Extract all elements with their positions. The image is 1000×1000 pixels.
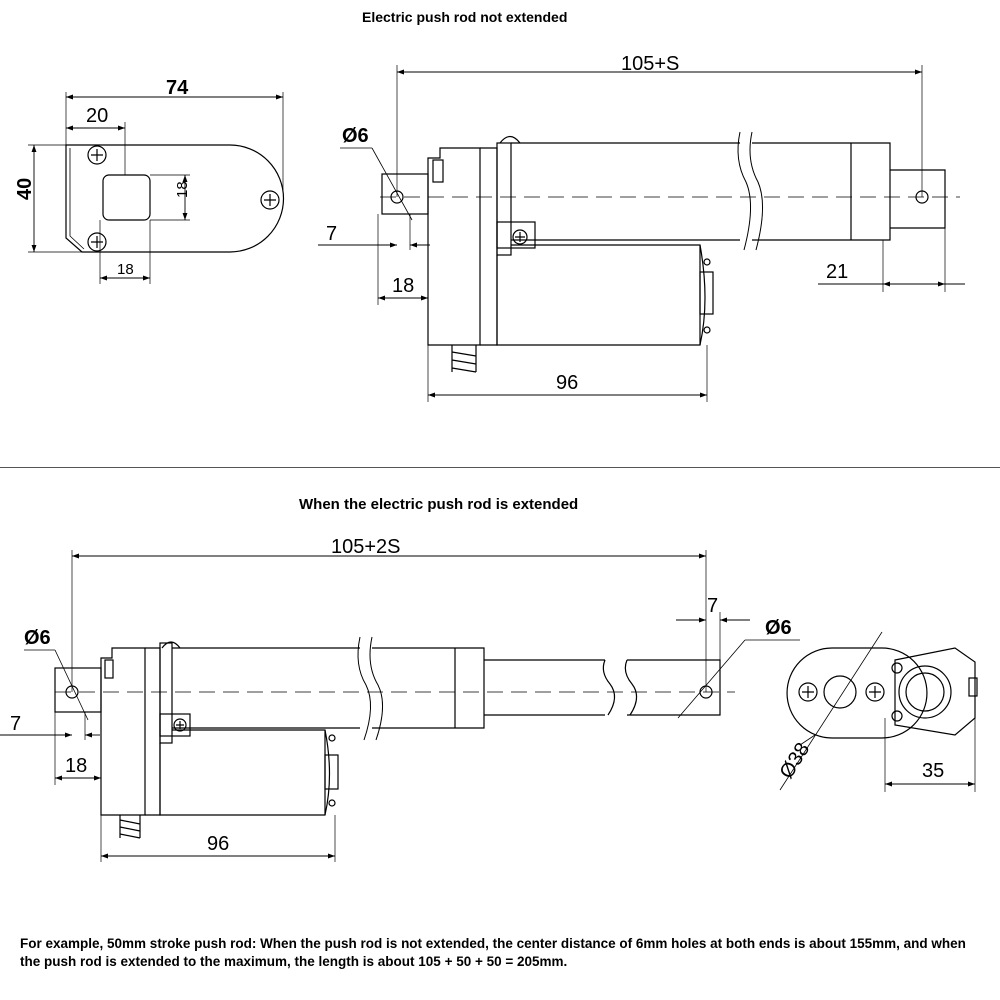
retracted-view-title: Electric push rod not extended	[362, 9, 568, 25]
dim-motor-length-extended: 96	[207, 833, 229, 855]
screw-icon	[512, 229, 528, 245]
dim-clevis-width-extended: 18	[65, 755, 87, 777]
screw-icon	[87, 232, 107, 252]
dim-slot-height: 18	[174, 181, 191, 198]
dim-total-extended: 105+2S	[331, 536, 401, 558]
dim-motor-length: 96	[556, 372, 578, 394]
dim-rod-end: 21	[826, 261, 848, 283]
dim-clevis-width: 18	[392, 275, 414, 297]
screw-icon	[173, 718, 187, 732]
section-divider	[0, 467, 1000, 468]
dim-end-width: 35	[922, 760, 944, 782]
dim-mount-width: 74	[166, 77, 189, 99]
mount-bracket-view	[28, 92, 285, 284]
dim-hole-edge-left: 7	[10, 713, 21, 735]
dim-mount-offset: 20	[86, 105, 108, 127]
screw-icon	[87, 145, 107, 165]
dim-hole-edge: 7	[326, 223, 337, 245]
dim-hole-diameter: Ø6	[342, 125, 369, 147]
dim-hole-diameter-left: Ø6	[24, 627, 51, 649]
retracted-actuator-view	[318, 65, 965, 402]
extended-actuator-view	[0, 550, 800, 862]
screw-icon	[865, 682, 885, 702]
extended-view-title: When the electric push rod is extended	[299, 496, 579, 513]
dim-hole-edge-right: 7	[707, 595, 718, 617]
end-view	[779, 631, 978, 792]
screw-icon	[798, 682, 818, 702]
dim-mount-height: 40	[14, 178, 36, 200]
dim-hole-diameter-right: Ø6	[765, 617, 792, 639]
dim-slot-offset: 18	[117, 261, 134, 278]
stroke-example-note: For example, 50mm stroke push rod: When …	[20, 936, 966, 969]
dim-total-retracted: 105+S	[621, 53, 679, 75]
screw-icon	[260, 190, 280, 210]
